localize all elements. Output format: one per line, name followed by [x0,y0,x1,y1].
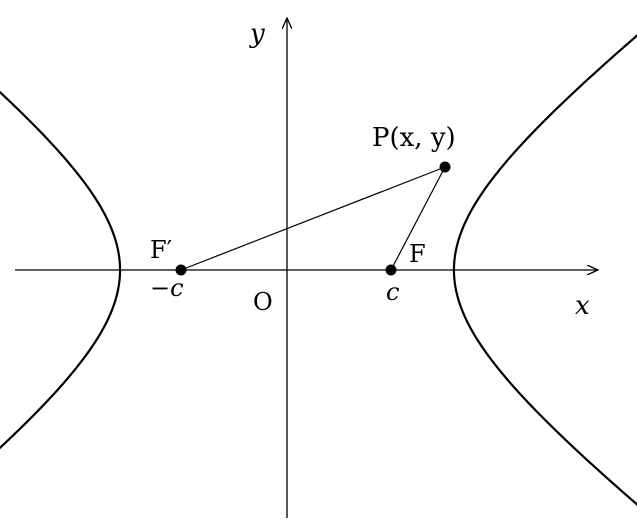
focus-left-dot [175,264,187,276]
segment-F-prime-to-P [180,166,446,271]
focus-left-label: F′ [150,236,172,264]
segment-F-to-P [390,166,446,271]
hyperbola-right-branch [452,34,637,506]
focus-right-dot [385,264,397,276]
y-axis-label: y [249,19,265,49]
neg-c-label: −c [150,274,184,302]
point-P-dot [439,161,451,173]
origin-label: O [253,288,273,316]
pos-c-label: c [386,278,399,306]
point-P-label: P(x, y) [372,123,456,153]
x-axis-label: x [575,291,590,321]
hyperbola-left-branch [0,90,122,450]
focus-right-label: F [409,240,426,268]
